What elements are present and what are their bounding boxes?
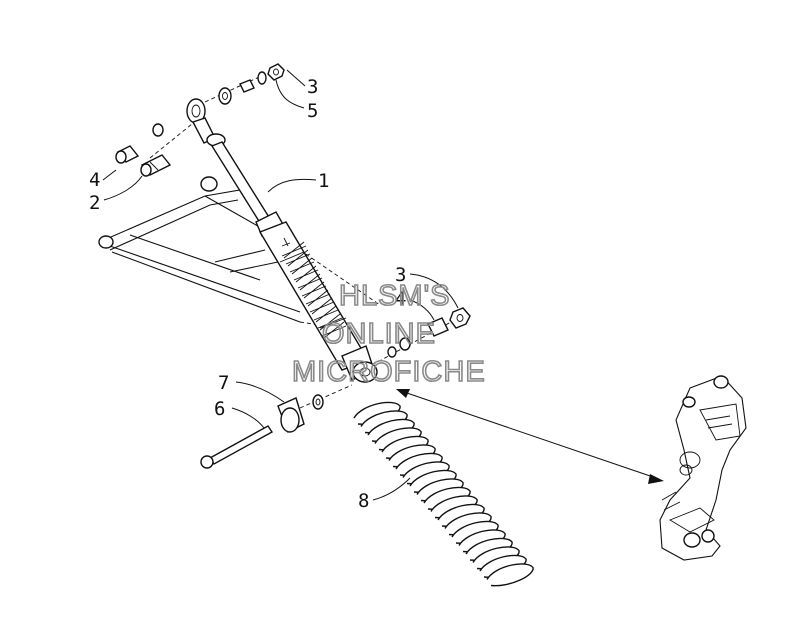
knurl-cross-line (295, 265, 317, 283)
knurl-line (321, 325, 347, 337)
knurled-grip (281, 241, 347, 339)
callout-4-upper: 4 (89, 169, 100, 191)
knurl-line (289, 261, 315, 273)
knurl-cross-line (299, 273, 321, 291)
knurl-cross-line (307, 289, 329, 307)
callout-3-lower: 3 (395, 264, 406, 286)
knurl-cross-line (303, 281, 325, 299)
lower-bolt-assembly (200, 384, 353, 469)
knurl-line (305, 293, 331, 305)
callout-4-lower: 4 (395, 288, 406, 310)
upper-bushings (115, 123, 193, 177)
knurl-line (297, 277, 323, 289)
shock-absorber (186, 98, 378, 383)
knurl-line (317, 317, 343, 329)
callout-3-upper: 3 (307, 76, 318, 98)
callout-5: 5 (307, 100, 318, 122)
callout-6: 6 (214, 398, 225, 420)
knurl-line (313, 309, 339, 321)
knurl-cross-line (287, 249, 309, 267)
watermark: HLSM'S ONLINE MICROFICHE (291, 279, 486, 389)
mounting-arrow (396, 389, 664, 484)
knurl-cross-line (311, 297, 333, 315)
knurl-cross-line (323, 321, 345, 339)
knurl-cross-line (319, 313, 341, 331)
watermark-line-3: MICROFICHE (292, 356, 486, 388)
steering-spindle (659, 375, 747, 561)
knurl-cross-line (283, 241, 305, 259)
callout-8: 8 (358, 490, 369, 512)
callout-7: 7 (218, 372, 229, 394)
leader-lines (102, 69, 459, 501)
callout-labels: 3 5 1 4 2 3 4 7 6 8 (89, 76, 406, 512)
knurl-line (285, 253, 311, 265)
knurl-line (301, 285, 327, 297)
watermark-line-1: HLSM'S (339, 280, 450, 312)
lower-right-hardware (371, 307, 471, 366)
knurl-line (309, 301, 335, 313)
watermark-line-2: ONLINE (322, 318, 436, 350)
knurl-line (281, 245, 307, 257)
callout-2: 2 (89, 192, 100, 214)
coil-spring (353, 401, 534, 587)
upper-hardware (204, 63, 285, 105)
knurl-cross-line (315, 305, 337, 323)
knurl-line (293, 269, 319, 281)
spring-coil (486, 563, 534, 587)
callout-1: 1 (318, 170, 329, 192)
a-arm (98, 176, 381, 331)
knurl-cross-line (291, 257, 313, 275)
